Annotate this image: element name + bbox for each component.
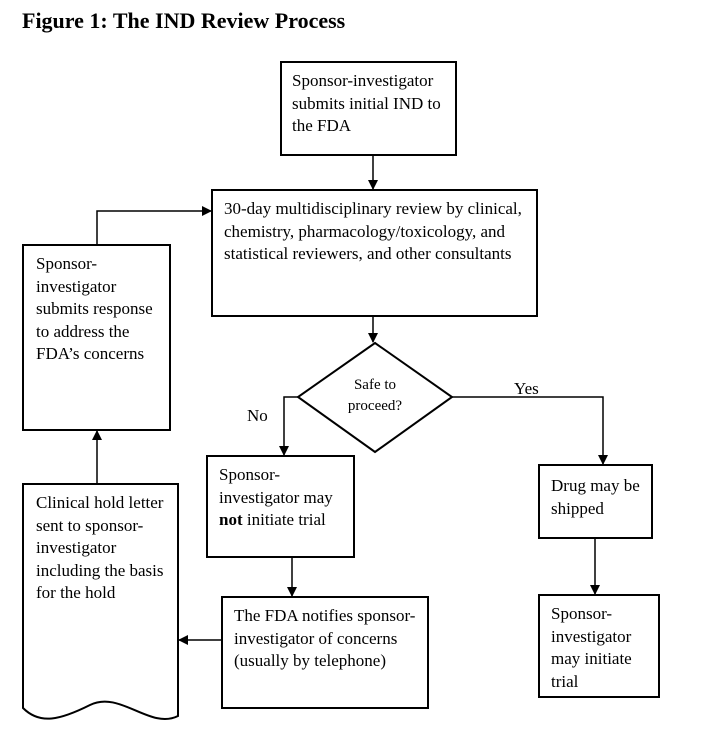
text-not-initiate-bold: not: [219, 510, 243, 529]
label-no: No: [247, 406, 268, 425]
text-initiate: Sponsor-investigator may initiate trial: [551, 604, 632, 691]
text-not-initiate-pre: Sponsor-investigator may: [219, 465, 333, 507]
arrow-yes: [452, 396, 608, 465]
box-submit-ind: [280, 61, 457, 156]
figure-title: Figure 1: The IND Review Process: [22, 8, 346, 33]
box-not-initiate: [206, 455, 355, 558]
document-hold-letter: [22, 483, 179, 720]
arrow-response-to-review: [96, 206, 212, 245]
text-decision: Safe to proceed?: [347, 377, 403, 414]
label-yes: Yes: [514, 379, 539, 398]
box-review: [211, 189, 538, 317]
text-review: 30-day multidisciplinary review by clini…: [224, 199, 522, 263]
text-not-initiate-post: initiate trial: [242, 510, 326, 529]
text-submit-ind: Sponsor-investigator submits initial IND…: [292, 71, 441, 135]
text-notifies: The FDA notifies sponsor-investigator of…: [234, 606, 416, 670]
box-notifies: [221, 596, 429, 709]
text-hold-letter: Clinical hold letter sent to sponsor-inv…: [36, 493, 164, 602]
decision-diamond: [296, 341, 454, 454]
text-response: Sponsor-investigator submits response to…: [36, 254, 153, 363]
box-initiate: [538, 594, 660, 698]
text-shipped: Drug may be shipped: [551, 476, 640, 518]
arrow-no: [279, 396, 298, 456]
text-not-initiate: Sponsor-investigator may not initiate tr…: [219, 464, 347, 532]
